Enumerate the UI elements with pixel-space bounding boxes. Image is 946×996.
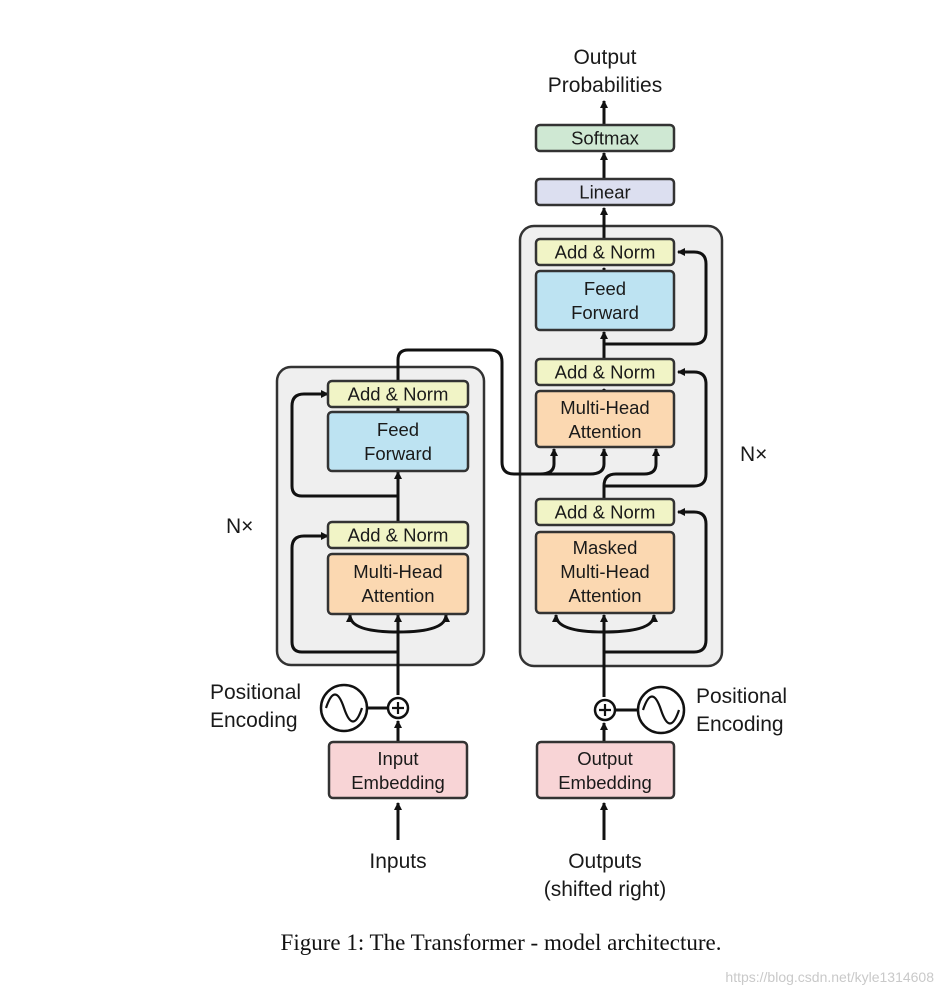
encoder-add-norm-bottom-box xyxy=(326,520,470,550)
softmax-box xyxy=(534,123,676,153)
encoder-add-norm-top-label: Add & Norm xyxy=(348,384,449,405)
input-embedding: Input Embedding xyxy=(327,740,469,800)
encoder-add-norm-top: Add & Norm xyxy=(326,379,470,409)
encoder-repeat-label: N× xyxy=(226,515,253,538)
encoder-feed-forward-line2: Forward xyxy=(364,443,432,464)
decoder-add-norm-bottom-box xyxy=(534,497,676,527)
input-embedding-line2: Embedding xyxy=(351,772,445,793)
linear-label: Linear xyxy=(579,182,630,203)
linear-box xyxy=(534,177,676,207)
decoder-cross-attention-box xyxy=(534,389,676,449)
decoder-feed-forward: Feed Forward xyxy=(534,269,676,332)
figure-caption: Figure 1: The Transformer - model archit… xyxy=(281,930,722,955)
encoder-attention: Multi-Head Attention xyxy=(326,552,470,616)
input-positional-encoding-line1: Positional xyxy=(210,681,301,704)
encoder-add-norm-bottom-label: Add & Norm xyxy=(348,525,449,546)
input-add-node xyxy=(386,696,410,720)
encoder-attention-line1: Multi-Head xyxy=(353,561,442,582)
decoder-add-norm-top-box xyxy=(534,237,676,267)
output-positional-encoding-line2: Encoding xyxy=(696,713,784,736)
output-embedding-line1: Output xyxy=(577,748,633,769)
decoder-add-norm-bottom: Add & Norm xyxy=(534,497,676,527)
inputs-label: Inputs xyxy=(369,850,426,873)
decoder-add-norm-mid-box xyxy=(534,357,676,387)
softmax-layer: Softmax xyxy=(534,123,676,153)
decoder-feed-forward-line2: Forward xyxy=(571,302,639,323)
encoder-add-norm-bottom: Add & Norm xyxy=(326,520,470,550)
decoder-add-norm-bottom-label: Add & Norm xyxy=(555,502,656,523)
decoder-add-norm-top: Add & Norm xyxy=(534,237,676,267)
encoder-feed-forward-line1: Feed xyxy=(377,419,419,440)
decoder-add-norm-mid: Add & Norm xyxy=(534,357,676,387)
output-embedding-line2: Embedding xyxy=(558,772,652,793)
output-embedding: Output Embedding xyxy=(535,740,676,800)
linear-layer: Linear xyxy=(534,177,676,207)
encoder-feed-forward: Feed Forward xyxy=(326,410,470,473)
encoder-feed-forward-box xyxy=(326,410,470,473)
decoder-cross-attention-line1: Multi-Head xyxy=(560,397,649,418)
input-positional-encoding-line2: Encoding xyxy=(210,709,298,732)
output-probabilities-line2: Probabilities xyxy=(548,74,662,97)
decoder-add-norm-mid-label: Add & Norm xyxy=(555,362,656,383)
decoder-repeat-label: N× xyxy=(740,443,767,466)
output-probabilities-line1: Output xyxy=(573,46,636,69)
decoder-masked-attention: Masked Multi-Head Attention xyxy=(534,530,676,615)
decoder-masked-attention-line1: Masked xyxy=(573,537,638,558)
output-embedding-box xyxy=(535,740,676,800)
decoder-masked-attention-line3: Attention xyxy=(568,585,641,606)
input-embedding-line1: Input xyxy=(377,748,418,769)
encoder-attention-line2: Attention xyxy=(361,585,434,606)
decoder-cross-attention: Multi-Head Attention xyxy=(534,389,676,449)
outputs-label-line1: Outputs xyxy=(568,850,642,873)
decoder-masked-attention-line2: Multi-Head xyxy=(560,561,649,582)
output-positional-encoding-icon xyxy=(636,685,686,735)
outputs-label-line2: (shifted right) xyxy=(544,878,667,901)
decoder-feed-forward-box xyxy=(534,269,676,332)
decoder-cross-attention-line2: Attention xyxy=(568,421,641,442)
input-embedding-box xyxy=(327,740,469,800)
output-add-node xyxy=(593,698,617,722)
decoder-add-norm-top-label: Add & Norm xyxy=(555,242,656,263)
softmax-label: Softmax xyxy=(571,128,640,149)
input-positional-encoding-icon xyxy=(319,683,369,733)
encoder-add-norm-top-box xyxy=(326,379,470,409)
decoder-masked-attention-box xyxy=(534,530,676,615)
decoder-feed-forward-line1: Feed xyxy=(584,278,626,299)
watermark: https://blog.csdn.net/kyle1314608 xyxy=(725,969,934,985)
encoder-attention-box xyxy=(326,552,470,616)
output-positional-encoding-line1: Positional xyxy=(696,685,787,708)
